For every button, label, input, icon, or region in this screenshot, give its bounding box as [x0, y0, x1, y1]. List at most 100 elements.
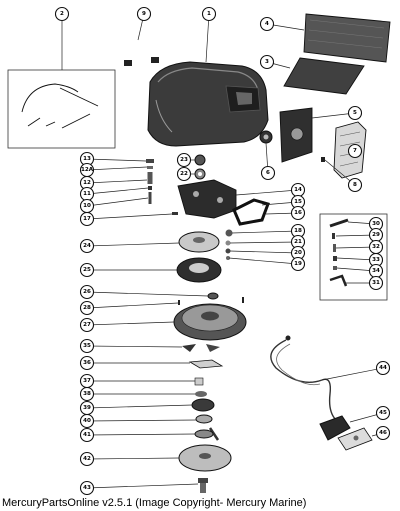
linkage-kit-part	[319, 213, 388, 301]
callout-label: 18	[294, 228, 302, 234]
cable-part	[270, 335, 337, 421]
handle-part	[319, 415, 351, 441]
callout-11: 11	[79, 186, 95, 202]
callout-label: 39	[83, 405, 91, 411]
leader-line-20	[229, 250, 299, 254]
callout-label: 1	[207, 11, 211, 17]
callout-label: 34	[372, 268, 380, 274]
callout-4: 4	[259, 16, 275, 32]
callout-46: 46	[375, 425, 391, 441]
pad-part	[283, 57, 365, 95]
callout-label: 35	[83, 343, 91, 349]
callout-label: 12A	[81, 167, 94, 173]
callout-label: 36	[83, 360, 91, 366]
leader-line-13	[86, 158, 147, 162]
leader-line-11	[86, 187, 149, 195]
callout-label: 15	[294, 199, 302, 205]
callout-5: 5	[347, 105, 363, 121]
callout-label: 10	[83, 203, 91, 209]
callout-label: 29	[372, 232, 380, 238]
callout-45: 45	[375, 405, 391, 421]
pulley-part	[173, 303, 247, 341]
engine-cowl-part	[147, 61, 269, 147]
callout-label: 21	[294, 239, 302, 245]
pawl-part	[182, 344, 220, 352]
decal-panel-part	[303, 13, 391, 63]
callout-40: 40	[79, 413, 95, 429]
callout-label: 46	[379, 430, 387, 436]
leader-line-18	[231, 230, 299, 234]
callout-22: 22	[176, 166, 192, 182]
leader-line-35	[86, 345, 183, 348]
callout-label: 26	[83, 289, 91, 295]
leader-line-26	[86, 291, 209, 297]
leader-line-40	[86, 419, 197, 422]
callout-label: 2	[60, 11, 64, 17]
callout-label: 37	[83, 378, 91, 384]
callout-28: 28	[79, 300, 95, 316]
callout-label: 17	[83, 216, 91, 222]
leader-line-43	[86, 483, 199, 489]
callout-8: 8	[347, 177, 363, 193]
callout-label: 31	[372, 280, 380, 286]
callout-24: 24	[79, 238, 95, 254]
callout-label: 4	[265, 21, 269, 27]
callout-label: 27	[83, 322, 91, 328]
leader-line-27	[86, 321, 175, 326]
callout-label: 33	[372, 257, 380, 263]
leader-line-17	[86, 213, 173, 220]
nut-washer-part	[194, 154, 206, 180]
callout-41: 41	[79, 427, 95, 443]
parts-diagram: 2914356781312A12111017232214151618212019…	[7, 6, 391, 495]
callout-label: 23	[180, 157, 188, 163]
seal-strip-part	[7, 69, 116, 149]
callout-44: 44	[375, 360, 391, 376]
leader-line-42	[86, 457, 180, 460]
callout-42: 42	[79, 451, 95, 467]
callout-label: 22	[180, 171, 188, 177]
callout-9: 9	[136, 6, 152, 22]
callout-31: 31	[368, 275, 384, 291]
callout-label: 44	[379, 365, 387, 371]
grommet-part	[259, 130, 273, 144]
leader-lines	[61, 13, 384, 489]
leader-line-24	[86, 242, 180, 247]
leader-line-5	[311, 112, 356, 119]
callout-2: 2	[54, 6, 70, 22]
callout-36: 36	[79, 355, 95, 371]
callout-12A: 12A	[79, 162, 95, 178]
callout-38: 38	[79, 386, 95, 402]
callout-25: 25	[79, 262, 95, 278]
leader-line-14	[235, 189, 299, 196]
disc-part	[178, 231, 220, 253]
callout-6: 6	[260, 165, 276, 181]
leader-line-10	[86, 197, 149, 207]
callout-label: 14	[294, 187, 302, 193]
loop-bracket-part	[232, 198, 270, 226]
callout-label: 41	[83, 432, 91, 438]
washer-stack-part	[191, 377, 220, 441]
callout-label: 3	[265, 59, 269, 65]
callout-label: 40	[83, 418, 91, 424]
callout-label: 20	[294, 250, 302, 256]
callout-label: 9	[142, 11, 146, 17]
callout-label: 13	[83, 156, 91, 162]
callout-43: 43	[79, 480, 95, 495]
callout-label: 38	[83, 391, 91, 397]
screw-stack-part	[146, 159, 154, 204]
callout-label: 25	[83, 267, 91, 273]
small-fastener-part	[225, 229, 233, 260]
leader-line-12	[86, 179, 148, 184]
leader-line-19	[228, 257, 299, 265]
screw-part	[321, 157, 325, 162]
callout-34: 34	[368, 263, 384, 279]
callout-37: 37	[79, 373, 95, 389]
leader-line-41	[86, 433, 196, 436]
callout-35: 35	[79, 338, 95, 354]
callout-label: 16	[294, 210, 302, 216]
callout-label: 42	[83, 456, 91, 462]
leader-line-28	[86, 302, 179, 309]
callout-label: 5	[353, 110, 357, 116]
part-drawings	[7, 13, 391, 493]
